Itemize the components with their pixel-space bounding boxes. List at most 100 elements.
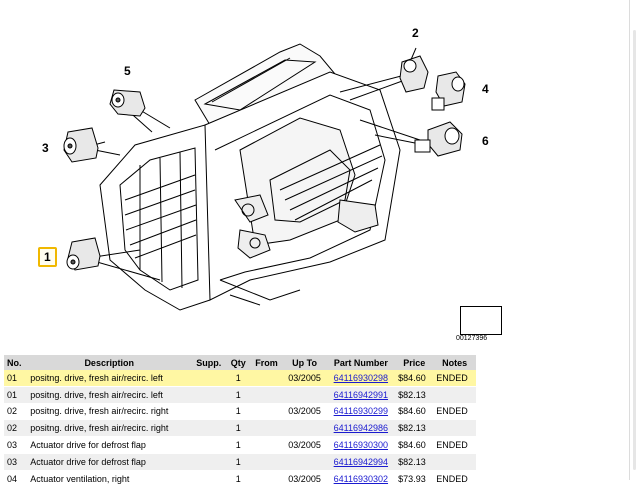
cell-no: 04	[4, 470, 28, 488]
cell-description: positng. drive, fresh air/recirc. right	[27, 419, 192, 438]
cell-qty: 1	[226, 453, 251, 471]
col-upto: Up To	[282, 355, 327, 370]
diagram-reference-id: 00127396	[456, 335, 488, 342]
cell-price: $84.60	[395, 370, 434, 387]
cell-upto: 03/2005	[282, 370, 327, 387]
cell-description: Actuator drive for defrost flap	[27, 436, 192, 454]
cell-supp	[191, 453, 227, 471]
cell-upto: 03/2005	[282, 403, 327, 421]
cell-description: positng. drive, fresh air/recirc. right	[27, 403, 192, 421]
cell-part-number: 64116930300	[326, 436, 396, 454]
col-qty: Qty	[226, 355, 251, 370]
cell-price: $82.13	[395, 453, 434, 471]
cell-part-number: 64116930299	[326, 403, 396, 421]
cell-supp	[191, 403, 227, 421]
part-number-link[interactable]: 64116942991	[333, 389, 389, 400]
cell-notes	[433, 386, 476, 404]
table-row[interactable]: 03 Actuator drive for defrost flap 1 03/…	[4, 436, 476, 454]
cell-qty: 1	[226, 436, 251, 454]
part-number-link[interactable]: 64116930298	[333, 372, 389, 383]
part-number-link[interactable]: 64116930300	[333, 440, 389, 451]
table-row[interactable]: 03 Actuator drive for defrost flap 1 641…	[4, 453, 476, 471]
cell-price: $82.13	[395, 419, 434, 438]
part-number-link[interactable]: 64116930299	[333, 406, 389, 417]
cell-qty: 1	[226, 419, 251, 438]
cell-no: 01	[4, 370, 28, 387]
cell-supp	[191, 370, 227, 387]
cell-from	[250, 370, 283, 387]
cell-no: 03	[4, 436, 28, 454]
cell-from	[250, 436, 283, 454]
scrollbar-thumb[interactable]	[633, 30, 636, 470]
cell-part-number: 64116930302	[326, 470, 396, 488]
cell-price: $73.93	[395, 470, 434, 488]
col-notes: Notes	[433, 355, 476, 370]
reference-icon-box	[460, 306, 502, 335]
cell-notes	[433, 453, 476, 471]
cell-part-number: 64116942994	[326, 453, 396, 471]
cell-no: 02	[4, 419, 28, 438]
col-supp: Supp.	[191, 355, 227, 370]
cell-part-number: 64116942986	[326, 419, 396, 438]
cell-supp	[191, 386, 227, 404]
cell-qty: 1	[226, 470, 251, 488]
cell-price: $84.60	[395, 436, 434, 454]
cell-notes: ENDED	[433, 436, 476, 454]
table-row[interactable]: 01 positng. drive, fresh air/recirc. lef…	[4, 386, 476, 404]
cell-upto: 03/2005	[282, 470, 327, 488]
cell-no: 03	[4, 453, 28, 471]
cell-qty: 1	[226, 370, 251, 387]
cell-supp	[191, 470, 227, 488]
cell-part-number: 64116942991	[326, 386, 396, 404]
col-part-number: Part Number	[326, 355, 396, 370]
col-description: Description	[27, 355, 192, 370]
part-number-link[interactable]: 64116942986	[333, 423, 389, 434]
cell-from	[250, 453, 283, 471]
table-header-row: No. Description Supp. Qty From Up To Par…	[4, 355, 476, 370]
col-price: Price	[395, 355, 434, 370]
callout-6[interactable]: 6	[482, 134, 489, 148]
part-number-link[interactable]: 64116930302	[333, 473, 389, 484]
cell-from	[250, 470, 283, 488]
cell-description: positng. drive, fresh air/recirc. left	[27, 386, 192, 404]
parts-table: No. Description Supp. Qty From Up To Par…	[4, 355, 476, 488]
cell-notes: ENDED	[433, 470, 476, 488]
callout-4[interactable]: 4	[482, 82, 489, 96]
parts-diagram: 1 2 3 4 5 6 00127396	[38, 26, 502, 342]
cell-from	[250, 386, 283, 404]
table-row[interactable]: 02 positng. drive, fresh air/recirc. rig…	[4, 419, 476, 438]
part-number-link[interactable]: 64116942994	[333, 456, 389, 467]
cell-notes: ENDED	[433, 403, 476, 421]
callout-5[interactable]: 5	[124, 64, 131, 78]
cell-part-number: 64116930298	[326, 370, 396, 387]
heater-box-illustration	[63, 43, 495, 329]
col-no: No.	[4, 355, 28, 370]
table-row[interactable]: 01 positng. drive, fresh air/recirc. lef…	[4, 370, 476, 387]
cell-description: positng. drive, fresh air/recirc. left	[27, 370, 192, 387]
vertical-scrollbar[interactable]	[629, 0, 640, 480]
callout-2[interactable]: 2	[412, 26, 419, 40]
callout-3[interactable]: 3	[42, 141, 49, 155]
cell-upto	[282, 386, 327, 404]
col-from: From	[250, 355, 283, 370]
cell-description: Actuator drive for defrost flap	[27, 453, 192, 471]
cell-price: $84.60	[395, 403, 434, 421]
cell-no: 01	[4, 386, 28, 404]
cell-price: $82.13	[395, 386, 434, 404]
cell-qty: 1	[226, 386, 251, 404]
cell-from	[250, 403, 283, 421]
table-row[interactable]: 02 positng. drive, fresh air/recirc. rig…	[4, 403, 476, 421]
cell-supp	[191, 419, 227, 438]
cell-upto: 03/2005	[282, 436, 327, 454]
cell-description: Actuator ventilation, right	[27, 470, 192, 488]
cell-upto	[282, 453, 327, 471]
table-body: 01 positng. drive, fresh air/recirc. lef…	[4, 370, 476, 488]
cell-notes: ENDED	[433, 370, 476, 387]
table-row[interactable]: 04 Actuator ventilation, right 1 03/2005…	[4, 470, 476, 488]
cell-from	[250, 419, 283, 438]
cell-supp	[191, 436, 227, 454]
callout-1[interactable]: 1	[38, 247, 57, 267]
cell-upto	[282, 419, 327, 438]
cell-notes	[433, 419, 476, 438]
cell-qty: 1	[226, 403, 251, 421]
